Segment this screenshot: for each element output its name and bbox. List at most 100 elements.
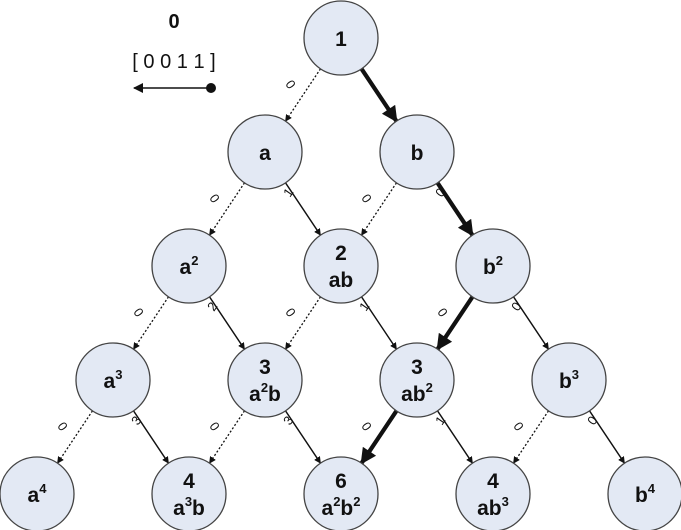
node-term: a4 xyxy=(28,481,48,507)
edge-n21-n31 xyxy=(284,296,322,350)
node-term-exponent: 3 xyxy=(572,367,579,382)
node-circle xyxy=(379,342,455,418)
node-term: ab3 xyxy=(477,494,509,520)
node-term-base: a xyxy=(259,142,271,165)
edge-n10-n20 xyxy=(208,182,246,236)
node-term-exponent: 3 xyxy=(502,494,509,509)
node-circle xyxy=(0,456,75,530)
edge-n22-n33 xyxy=(512,296,550,350)
node-count: 1 xyxy=(335,28,347,51)
node-circle xyxy=(151,456,227,530)
edge-n22-n32 xyxy=(435,295,475,351)
node-n10: a xyxy=(227,114,303,190)
node-term-exponent: 2 xyxy=(333,494,340,509)
node-n21: 2 ab xyxy=(303,228,379,304)
edge-n10-n21 xyxy=(284,182,322,236)
node-term-exponent: 4 xyxy=(39,481,47,496)
node-n11: b xyxy=(379,114,455,190)
node-count: 6 xyxy=(335,470,347,493)
node-term: a2b2 xyxy=(322,494,361,520)
node-term-base: b xyxy=(340,497,353,520)
edge-label-n33-n43: 0 xyxy=(510,419,526,434)
edge-n32-n42 xyxy=(359,409,399,465)
node-term-base: a xyxy=(104,370,116,393)
node-circle xyxy=(455,456,531,530)
edge-n20-n31 xyxy=(208,296,246,350)
node-term-base: b xyxy=(635,484,648,507)
node-term-exponent: 2 xyxy=(191,253,198,268)
node-term-base: b xyxy=(559,370,572,393)
edge-label-n00-n10: 0 xyxy=(282,77,298,92)
node-circle xyxy=(75,342,151,418)
edge-label-n10-n20: 0 xyxy=(206,191,222,206)
node-term: b3 xyxy=(559,367,579,393)
node-circle xyxy=(303,456,379,530)
edge-n31-n42 xyxy=(284,410,322,464)
node-n22: b2 xyxy=(455,228,531,304)
edge-label-n22-n32: 0 xyxy=(434,305,450,320)
node-n30: a3 xyxy=(75,342,151,418)
node-circle xyxy=(379,114,455,190)
edge-label-n11-n21: 0 xyxy=(358,191,374,206)
node-circle xyxy=(303,0,379,76)
edge-n21-n32 xyxy=(360,296,398,350)
node-term-base: a xyxy=(28,484,40,507)
legend-vector: [ 0 0 1 1 ] xyxy=(132,51,215,73)
edge-n30-n40 xyxy=(56,410,94,464)
node-count: 4 xyxy=(183,470,195,493)
node-circle xyxy=(531,342,607,418)
node-term: b4 xyxy=(635,481,656,507)
legend-arrow-origin-dot xyxy=(206,83,216,93)
node-term-base: a xyxy=(180,256,192,279)
edge-n31-n41 xyxy=(208,410,246,464)
node-n41: 4 a3b xyxy=(151,456,227,530)
node-term: b xyxy=(411,142,424,165)
node-term-exponent: 4 xyxy=(648,481,656,496)
node-term-base: b xyxy=(483,256,496,279)
node-n00: 1 xyxy=(303,0,379,76)
node-term: ab2 xyxy=(401,380,433,406)
node-n40: a4 xyxy=(0,456,75,530)
node-term-base: ab xyxy=(329,269,354,292)
node-term: a2b xyxy=(249,380,281,406)
edge-n20-n30 xyxy=(132,296,170,350)
node-term: a xyxy=(259,142,271,165)
node-term-base: a xyxy=(249,383,261,406)
node-term: b2 xyxy=(483,253,503,279)
edge-n11-n21 xyxy=(360,182,398,236)
edge-n11-n22 xyxy=(435,181,475,237)
node-term-exponent: 2 xyxy=(353,494,360,509)
node-term-base: b xyxy=(411,142,424,165)
node-n33: b3 xyxy=(531,342,607,418)
node-term-base: a xyxy=(173,497,185,520)
node-term: a3 xyxy=(104,367,123,393)
node-count: 3 xyxy=(411,356,423,379)
node-term: a2 xyxy=(180,253,199,279)
legend: 0 [ 0 0 1 1 ] xyxy=(132,11,216,93)
legend-title: 0 xyxy=(168,11,179,33)
node-term-exponent: 3 xyxy=(185,494,192,509)
node-term: ab xyxy=(329,269,354,292)
edge-label-n32-n42: 0 xyxy=(358,419,374,434)
node-term-base: b xyxy=(268,383,281,406)
node-circle xyxy=(607,456,681,530)
node-term-base: ab xyxy=(477,497,502,520)
node-count: 2 xyxy=(335,242,347,265)
edge-n30-n41 xyxy=(132,410,170,464)
node-term-base: ab xyxy=(401,383,426,406)
edge-n32-n43 xyxy=(436,410,474,464)
node-circle xyxy=(455,228,531,304)
node-term-exponent: 2 xyxy=(261,380,268,395)
node-term-base: b xyxy=(192,497,205,520)
node-term-exponent: 2 xyxy=(496,253,503,268)
edge-n00-n11 xyxy=(359,67,399,123)
node-count: 3 xyxy=(259,356,271,379)
edges-layer xyxy=(56,67,626,465)
